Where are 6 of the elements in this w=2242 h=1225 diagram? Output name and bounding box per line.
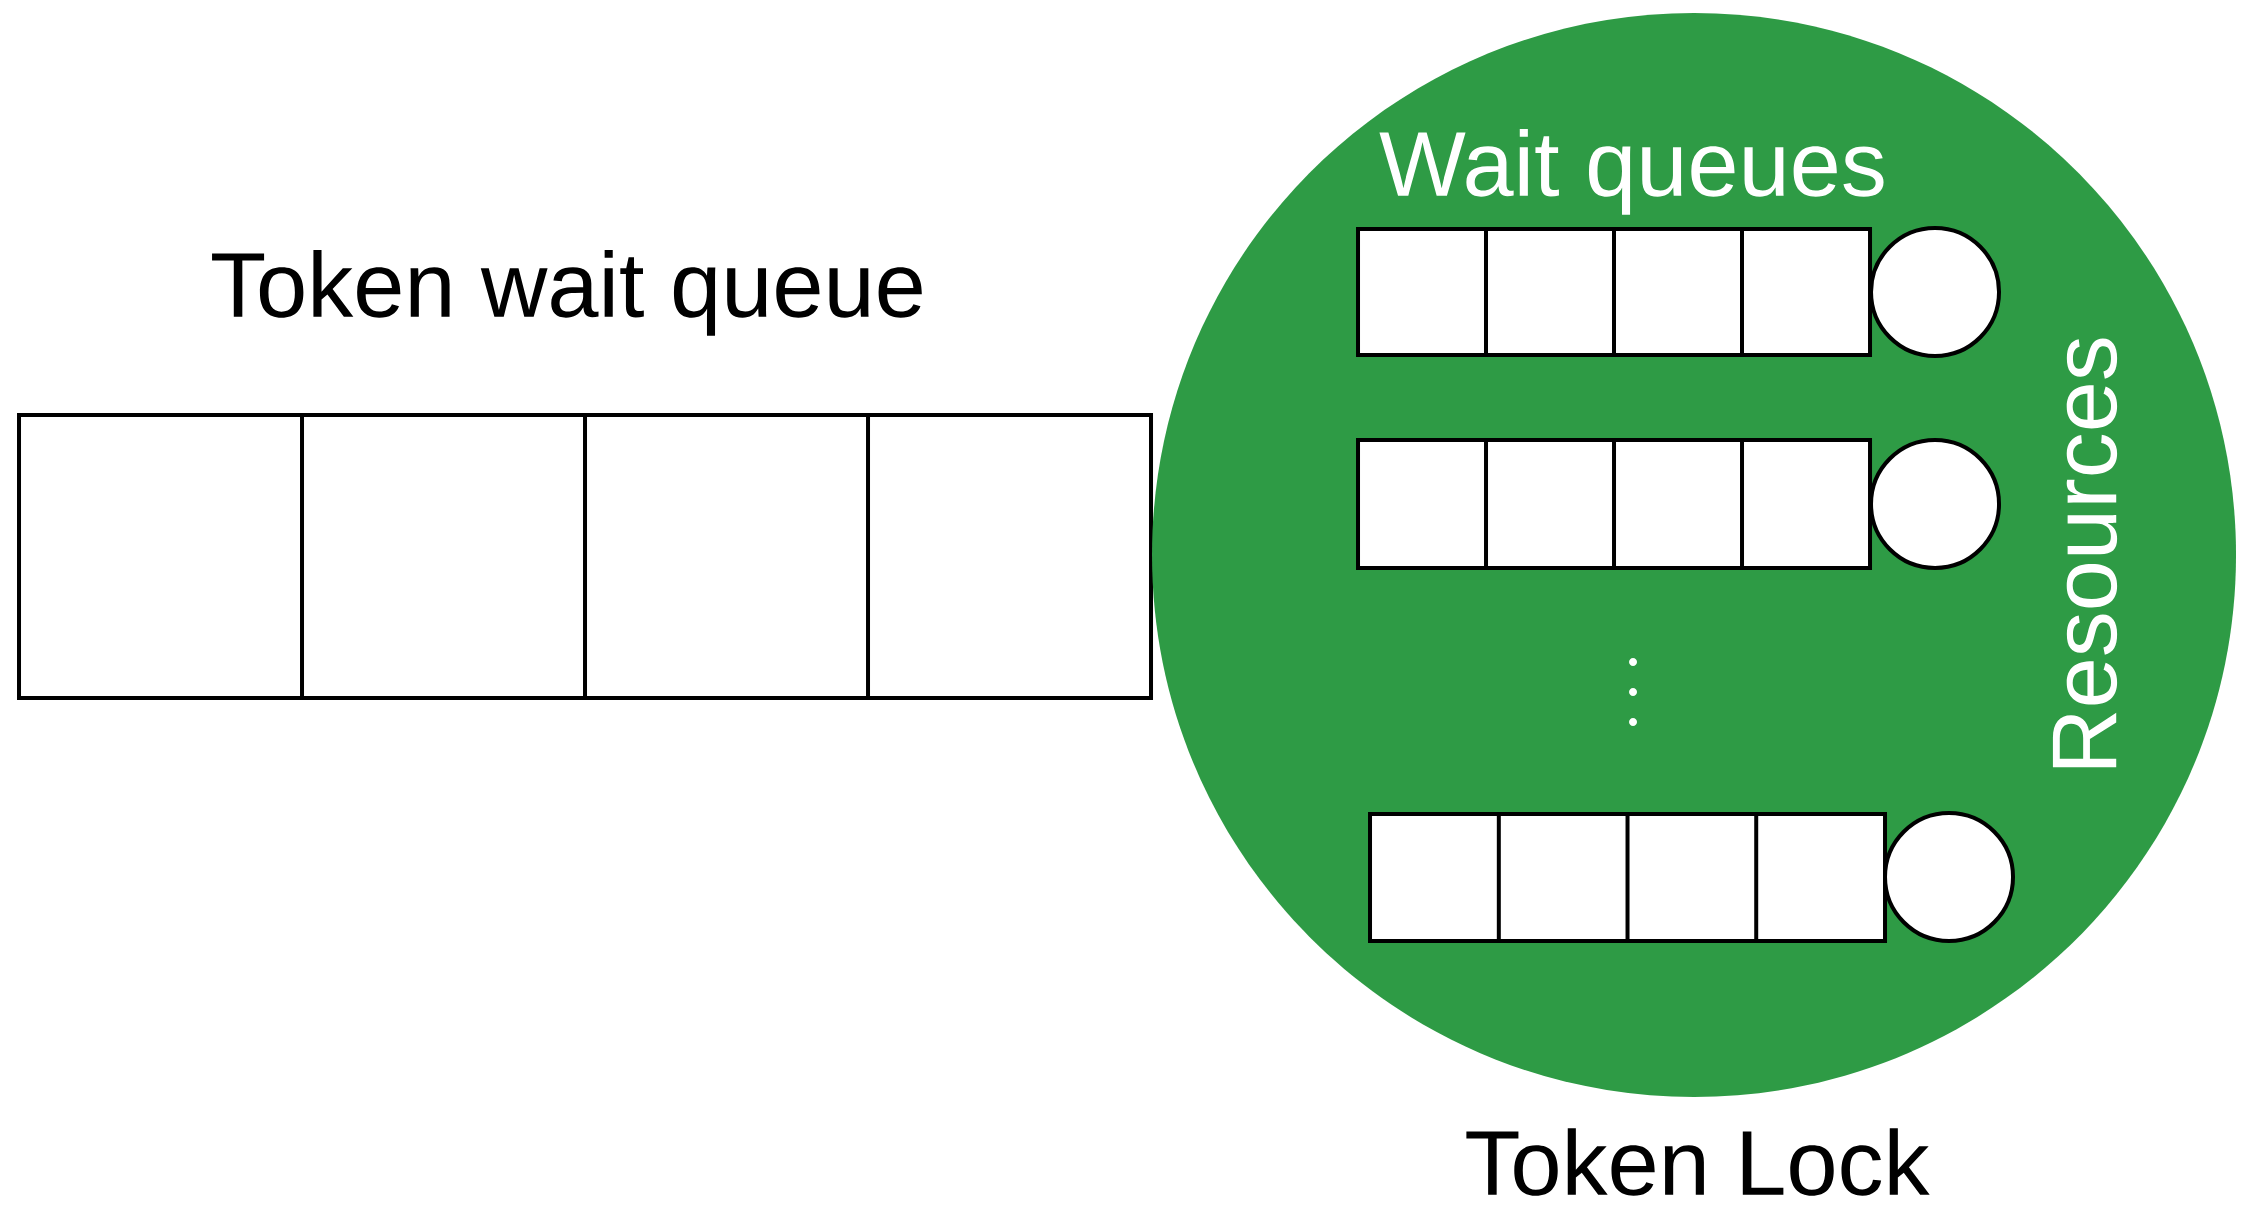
- resource-circle: [1869, 438, 2001, 570]
- label: Resources: [2052, 338, 2118, 768]
- label: Wait queues: [1379, 129, 1884, 215]
- heading: Token Lock: [1466, 1128, 1930, 1196]
- resource-circle: [1869, 226, 2001, 358]
- heading: Token wait queue: [212, 250, 922, 336]
